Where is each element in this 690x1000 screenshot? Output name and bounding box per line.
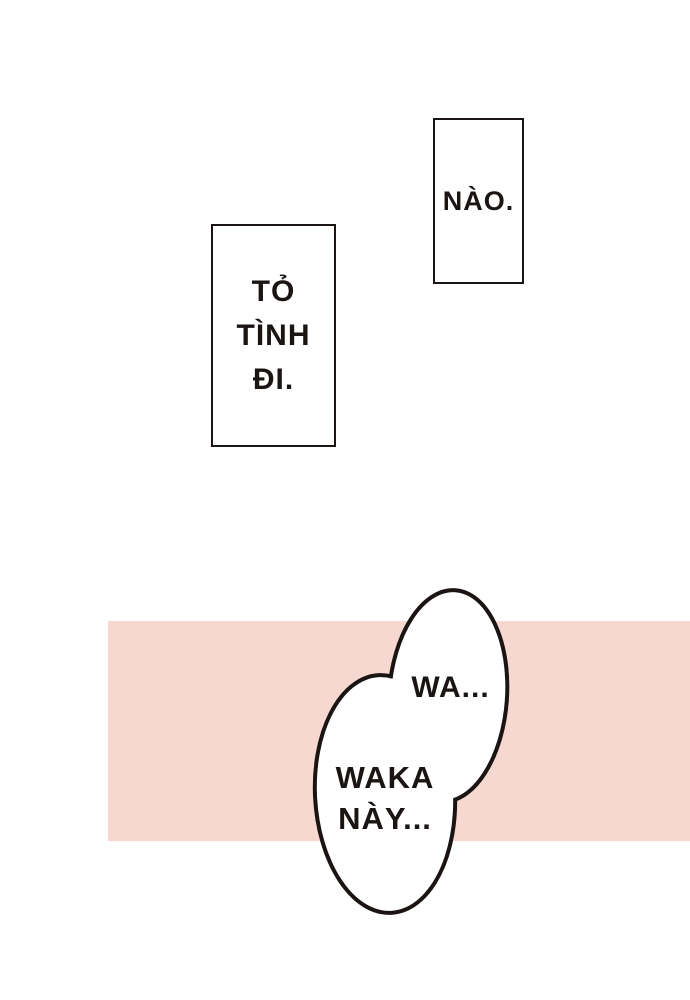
caption-box-totinh-line-3: ĐI.: [252, 362, 295, 396]
speech-bubbles: [312, 588, 510, 915]
caption-box-nao: NÀO.: [433, 118, 524, 284]
bubble-lower-fill: [316, 677, 454, 911]
caption-box-totinh-line-2: TÌNH: [236, 318, 311, 352]
bubble-text-wa-line: WA...: [411, 671, 490, 704]
caption-box-totinh-line-1: TỎ: [251, 274, 296, 308]
bubble-text-waka: WAKA NÀY...: [326, 757, 444, 839]
bubble-text-wa: WA...: [398, 671, 503, 705]
caption-box-nao-text: NÀO.: [442, 185, 515, 216]
bubble-text-waka-line-1: WAKA: [335, 760, 435, 795]
caption-box-totinh: TỎ TÌNH ĐI.: [211, 224, 336, 447]
bubble-text-waka-line-2: NÀY...: [338, 801, 432, 836]
